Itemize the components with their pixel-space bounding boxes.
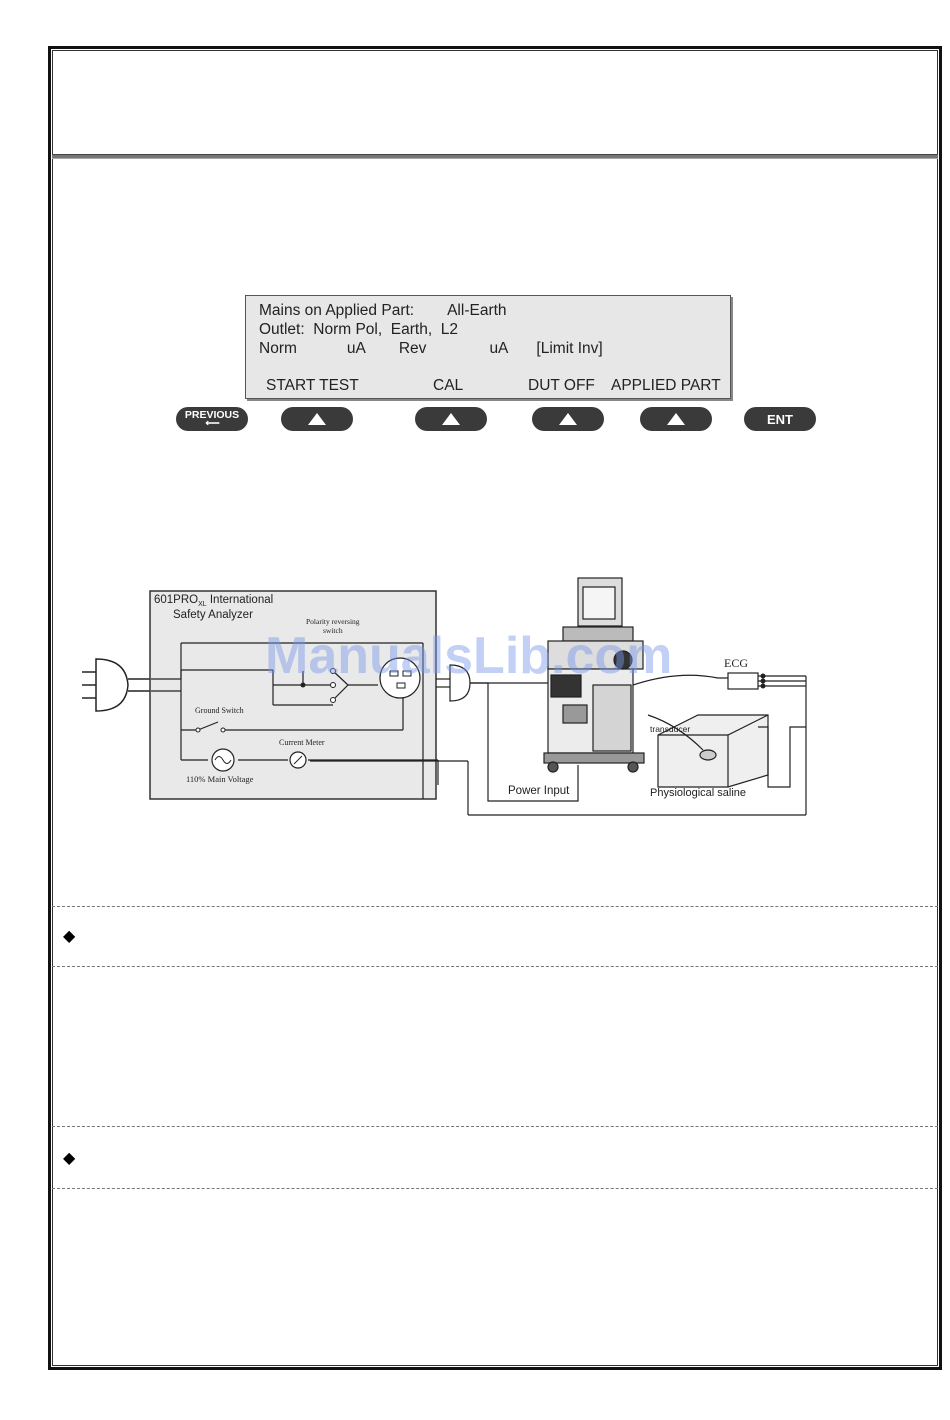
up-triangle-icon [442,413,460,425]
physiological-saline-label: Physiological saline [650,787,746,799]
previous-label: PREVIOUS [184,409,240,421]
softkey-cal-button[interactable] [415,407,487,431]
watermark-text: ManualsLib.com [265,627,673,685]
current-meter-label: Current Meter [279,738,325,747]
main-voltage-label: 110% Main Voltage [186,774,254,784]
page-frame-outer [48,46,942,1370]
page-frame-inner [52,50,938,1366]
section-divider-3 [52,1126,938,1127]
lcd-rev: Rev [398,340,427,357]
outlet-icon [379,657,421,699]
up-triangle-icon [308,413,326,425]
ecg-label: ECG [724,656,748,670]
softkey-label-cal: CAL [433,377,464,394]
bullet-diamond-icon: ◆ [63,928,76,945]
softkey-label-applied-part: APPLIED PART [611,377,721,394]
polarity-label-1: Polarity reversing [306,617,360,626]
analyzer-title: 601PROXL International [154,594,273,608]
lcd-line-2: Outlet: Norm Pol, Earth, L2 [259,321,458,338]
ecg-lead [310,672,807,816]
ground-switch-label: Ground Switch [195,706,244,715]
header-divider [52,154,938,159]
up-triangle-icon [559,413,577,425]
saline-tank-icon [647,714,806,788]
bullet-diamond-icon: ◆ [63,1150,76,1167]
lcd-line1-value: All-Earth [447,302,507,319]
section-divider-4 [52,1188,938,1189]
softkey-applied-part-button[interactable] [640,407,712,431]
up-triangle-icon [667,413,685,425]
analyzer-wiring [151,642,439,799]
analyzer-lcd-display: Mains on Applied Part: All-Earth Outlet: … [245,295,731,399]
previous-button[interactable]: PREVIOUS ⟵ [176,407,248,431]
softkey-start-test-button[interactable] [281,407,353,431]
section-divider-1 [52,906,938,907]
section-divider-2 [52,966,938,967]
lcd-norm-unit: uA [346,340,366,357]
softkey-dut-off-button[interactable] [532,407,604,431]
mains-plug-icon [82,658,151,712]
power-input-label: Power Input [508,785,570,797]
test-setup-diagram: 601PROXL International Safety Analyzer P… [82,577,807,816]
lcd-line-1: Mains on Applied Part: All-Earth [259,302,507,320]
polarity-label-2: switch [323,626,343,635]
lcd-norm: Norm [259,340,297,357]
analyzer-title-line2: Safety Analyzer [173,609,253,621]
lcd-limit: [Limit Inv] [536,340,603,357]
left-arrow-icon: ⟵ [205,418,219,429]
softkey-label-dut-off: DUT OFF [528,377,595,394]
ent-button[interactable]: ENT [744,407,816,431]
lcd-line1-label: Mains on Applied Part: [259,302,415,319]
transducer-label: transducer [650,724,690,734]
softkey-label-start-test: START TEST [266,377,359,394]
lcd-rev-unit: uA [489,340,509,357]
ultrasound-machine-icon [543,577,645,773]
lcd-line-3: Norm uA Rev uA [Limit Inv] [259,340,603,358]
